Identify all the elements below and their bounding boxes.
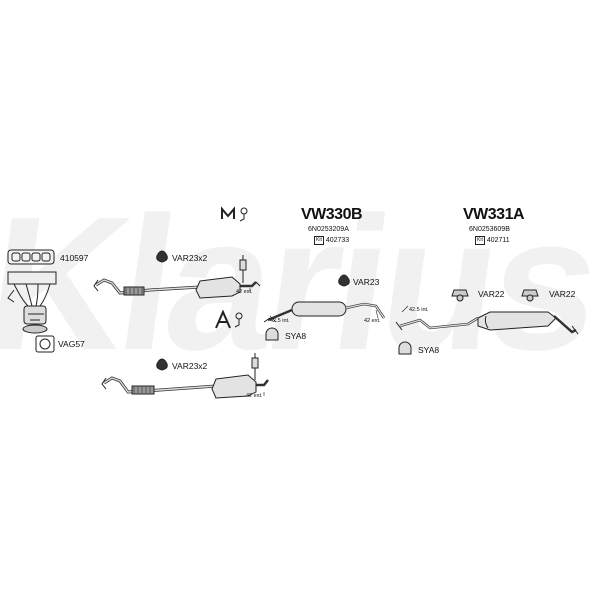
dim-label-centre-outlet: 42 ext. bbox=[364, 318, 381, 324]
front-pipe-lower-drawing bbox=[101, 353, 269, 399]
part-label-clamp-1: SYA8 bbox=[285, 331, 307, 341]
kit-number-vw331a: Kit 402711 bbox=[475, 236, 510, 245]
part-label-clamp-2: SYA8 bbox=[418, 345, 440, 355]
front-pipe-upper-drawing bbox=[93, 255, 261, 299]
kit-badge: Kit bbox=[475, 236, 485, 245]
dim-label-front-upper: 42 ext. bbox=[236, 289, 253, 295]
rear-hanger-icons bbox=[451, 289, 539, 302]
part-label-mount-centre: VAR23 bbox=[353, 277, 380, 287]
oem-number-vw331a: 6N0253609B bbox=[469, 226, 510, 233]
centre-silencer-drawing bbox=[263, 301, 386, 323]
rear-silencer-drawing bbox=[395, 311, 579, 335]
system-ref-vw331a: VW331A bbox=[463, 206, 525, 223]
kit-number: 402711 bbox=[486, 237, 510, 244]
part-label-mount-front-2: VAR23x2 bbox=[172, 361, 208, 371]
part-label-flange-gasket: VAG57 bbox=[58, 339, 85, 349]
part-label-mount-rear-2: VAR22 bbox=[549, 289, 576, 299]
dim-label-rear-inlet: 42.5 int. bbox=[409, 307, 429, 313]
manual-gearbox-icon bbox=[221, 206, 248, 222]
dimension-leaders bbox=[249, 288, 409, 396]
dim-label-centre-inlet: 42.5 int. bbox=[270, 318, 290, 324]
oem-number-vw330b: 6N0253209A bbox=[308, 226, 349, 233]
kit-number-vw330b: Kit 402733 bbox=[314, 236, 349, 245]
kit-number: 402733 bbox=[325, 237, 350, 244]
part-label-gasket: 410597 bbox=[60, 253, 89, 263]
part-label-mount-rear-1: VAR22 bbox=[478, 289, 505, 299]
clamp-icons bbox=[265, 327, 412, 355]
dim-label-front-lower: 42 ext. bbox=[246, 393, 263, 399]
part-label-mount-front-1: VAR23x2 bbox=[172, 253, 208, 263]
flange-gasket-drawing bbox=[35, 335, 55, 353]
system-ref-vw330b: VW330B bbox=[301, 206, 363, 223]
mount-icons bbox=[156, 250, 350, 371]
automatic-gearbox-icon bbox=[215, 309, 243, 329]
manifold-gasket-drawing bbox=[7, 249, 55, 265]
exhaust-manifold-drawing bbox=[7, 271, 57, 334]
kit-badge: Kit bbox=[314, 236, 324, 245]
